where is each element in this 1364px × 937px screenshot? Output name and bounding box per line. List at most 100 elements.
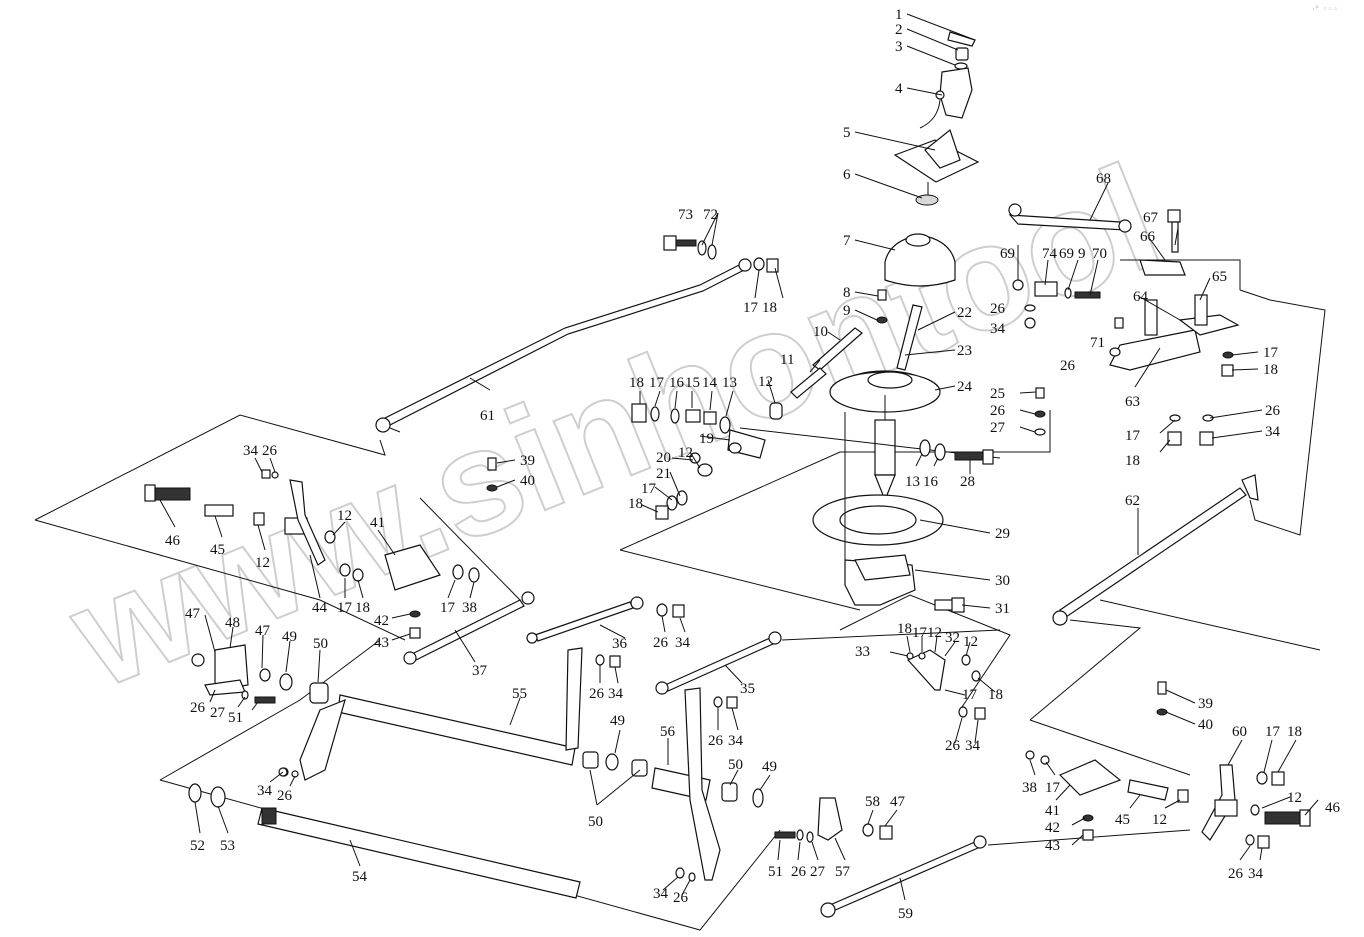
callout-22: 22 bbox=[957, 305, 972, 321]
callout-63: 63 bbox=[1125, 394, 1140, 410]
callout-74: 74 bbox=[1042, 246, 1058, 262]
callout-16b: 16 bbox=[923, 474, 939, 490]
callout-19: 19 bbox=[699, 431, 714, 447]
bolt-73 bbox=[663, 235, 717, 260]
callout-51a: 51 bbox=[228, 710, 243, 726]
callout-32: 32 bbox=[945, 630, 960, 646]
rod-61 bbox=[375, 258, 752, 433]
callout-56: 56 bbox=[660, 724, 676, 740]
callout-12d: 12 bbox=[963, 634, 978, 650]
callout-41b: 41 bbox=[1045, 803, 1060, 819]
callout-54: 54 bbox=[352, 869, 368, 885]
callout-34k: 34 bbox=[653, 886, 669, 902]
misc-hardware bbox=[278, 597, 986, 882]
callout-64: 64 bbox=[1133, 289, 1149, 305]
nut-17-18-top bbox=[753, 257, 779, 273]
callout-55: 55 bbox=[512, 686, 527, 702]
callout-34b: 34 bbox=[965, 738, 981, 754]
callout-18f: 18 bbox=[1125, 453, 1140, 469]
callout-34h: 34 bbox=[608, 686, 624, 702]
callout-13: 13 bbox=[722, 375, 737, 391]
callout-73: 73 bbox=[678, 207, 693, 223]
callout-29: 29 bbox=[995, 526, 1010, 542]
callout-11: 11 bbox=[780, 352, 794, 368]
callout-12e: 12 bbox=[255, 555, 270, 571]
callout-37: 37 bbox=[472, 663, 488, 679]
callout-47c: 47 bbox=[890, 794, 906, 810]
callout-28: 28 bbox=[960, 474, 975, 490]
callout-10: 10 bbox=[813, 324, 828, 340]
leader-lines bbox=[159, 13, 1319, 901]
callout-17a: 17 bbox=[649, 375, 665, 391]
callout-60: 60 bbox=[1232, 724, 1247, 740]
callout-18b: 18 bbox=[628, 496, 643, 512]
callout-26i: 26 bbox=[708, 733, 724, 749]
callout-7: 7 bbox=[843, 233, 851, 249]
callout-26b: 26 bbox=[945, 738, 961, 754]
callout-17i: 17 bbox=[440, 600, 456, 616]
corner-mark: ·° ◦◦◦ bbox=[1312, 5, 1338, 15]
callout-27b: 27 bbox=[210, 705, 226, 721]
callout-17h: 17 bbox=[337, 600, 353, 616]
callout-45b: 45 bbox=[1115, 812, 1130, 828]
callout-61: 61 bbox=[480, 408, 495, 424]
callout-62: 62 bbox=[1125, 493, 1140, 509]
callout-46b: 46 bbox=[1325, 800, 1341, 816]
callout-17g: 17 bbox=[743, 300, 759, 316]
callout-27a: 27 bbox=[990, 420, 1006, 436]
callout-44: 44 bbox=[312, 600, 328, 616]
callout-26n: 26 bbox=[1228, 866, 1244, 882]
callout-39b: 39 bbox=[1198, 696, 1213, 712]
callout-26e: 26 bbox=[1265, 403, 1281, 419]
callout-26k: 26 bbox=[277, 788, 293, 804]
callout-17c: 17 bbox=[912, 625, 928, 641]
callout-52: 52 bbox=[190, 838, 205, 854]
shift-tower-assembly bbox=[812, 304, 944, 606]
right-bracket-assembly bbox=[1008, 203, 1240, 446]
callout-49c: 49 bbox=[762, 759, 777, 775]
callout-26j: 26 bbox=[190, 700, 206, 716]
callout-49b: 49 bbox=[610, 713, 625, 729]
lower-shaft-54 bbox=[188, 767, 581, 899]
callout-12: 12 bbox=[758, 374, 773, 390]
callout-45a: 45 bbox=[210, 542, 225, 558]
callout-26h: 26 bbox=[589, 686, 605, 702]
callout-20: 20 bbox=[656, 450, 671, 466]
callout-42b: 42 bbox=[1045, 820, 1060, 836]
callout-26c: 26 bbox=[990, 301, 1006, 317]
callout-41a: 41 bbox=[370, 515, 385, 531]
callout-68: 68 bbox=[1096, 171, 1111, 187]
callout-13b: 13 bbox=[905, 474, 920, 490]
callout-12f: 12 bbox=[337, 508, 352, 524]
callout-47a: 47 bbox=[185, 606, 201, 622]
callout-57: 57 bbox=[835, 864, 851, 880]
callout-18g: 18 bbox=[762, 300, 777, 316]
callout-18e: 18 bbox=[1263, 362, 1278, 378]
rod-62 bbox=[1052, 474, 1259, 626]
callout-16: 16 bbox=[669, 375, 685, 391]
callout-38a: 38 bbox=[462, 600, 477, 616]
callout-17d: 17 bbox=[962, 687, 978, 703]
callout-17e: 17 bbox=[1263, 345, 1279, 361]
callout-69b: 69 bbox=[1059, 246, 1074, 262]
callout-31: 31 bbox=[995, 601, 1010, 617]
callout-17k: 17 bbox=[1045, 780, 1061, 796]
callout-9b: 9 bbox=[1078, 246, 1086, 262]
callout-30: 30 bbox=[995, 573, 1010, 589]
callout-70: 70 bbox=[1092, 246, 1107, 262]
callout-67: 67 bbox=[1143, 210, 1159, 226]
callout-69a: 69 bbox=[1000, 246, 1015, 262]
callout-12h: 12 bbox=[1287, 790, 1302, 806]
callout-34e: 34 bbox=[1265, 424, 1281, 440]
rod-59 bbox=[820, 829, 1191, 918]
right-pedal-bracket bbox=[1025, 681, 1311, 849]
callout-65: 65 bbox=[1212, 269, 1227, 285]
callout-36: 36 bbox=[612, 636, 628, 652]
callout-34c: 34 bbox=[990, 321, 1006, 337]
callout-34g: 34 bbox=[675, 635, 691, 651]
callout-66: 66 bbox=[1140, 229, 1156, 245]
callout-18j: 18 bbox=[1287, 724, 1302, 740]
callout-48: 48 bbox=[225, 615, 240, 631]
callout-9: 9 bbox=[843, 303, 851, 319]
callout-34i: 34 bbox=[728, 733, 744, 749]
